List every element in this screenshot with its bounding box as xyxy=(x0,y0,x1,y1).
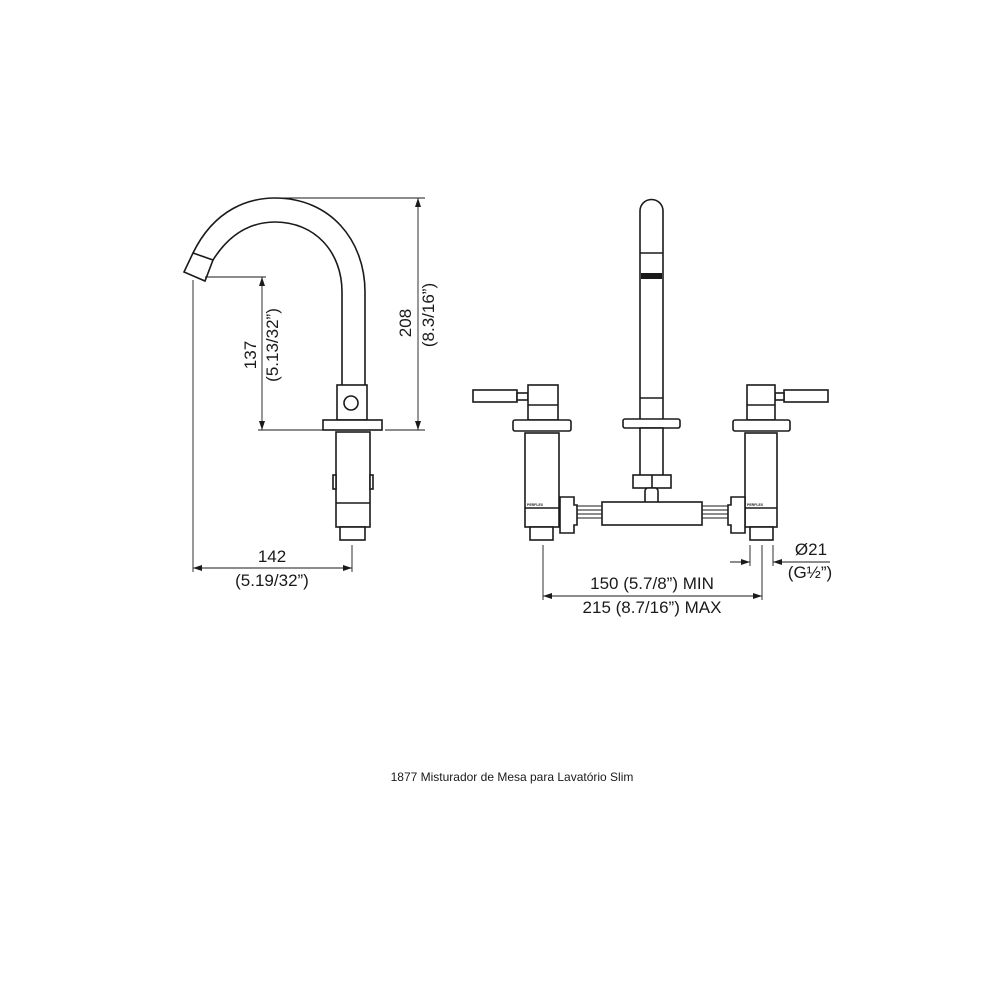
dim-total-height-inches: (8.3/16”) xyxy=(419,283,438,347)
dim-reach-inches: (5.19/32”) xyxy=(235,571,309,590)
aerator-ring xyxy=(641,273,662,279)
right-valve-head xyxy=(746,384,776,421)
dim-total-height: 208 xyxy=(396,309,415,337)
front-view-dimensions: 150 (5.7/8”) MIN 215 (8.7/16”) MAX Ø21 (… xyxy=(542,540,832,617)
center-spout xyxy=(639,198,664,421)
dim-reach: 142 xyxy=(258,547,286,566)
right-lever-handle xyxy=(783,389,829,403)
side-view-dimensions: 208 (8.3/16”) 137 (5.13/32”) 142 (5.19/3… xyxy=(192,197,438,590)
inlet-fitting xyxy=(339,526,366,541)
mixing-bar xyxy=(601,501,703,526)
right-flange xyxy=(732,419,791,432)
right-nut xyxy=(727,496,746,534)
left-brand-mark: PERFLEX xyxy=(527,503,544,507)
spout-inner xyxy=(212,221,343,385)
right-inlet xyxy=(749,526,774,541)
clip-right xyxy=(369,474,374,490)
dim-spout-height: 137 xyxy=(241,341,260,369)
left-valve: PERFLEX xyxy=(472,384,578,541)
side-view-faucet xyxy=(182,197,383,541)
dim-thread: (G½”) xyxy=(788,563,832,582)
left-lever-handle xyxy=(472,389,518,403)
dim-max-spacing: 215 (8.7/16”) MAX xyxy=(583,598,722,617)
handle-pin xyxy=(343,395,359,411)
left-flange xyxy=(512,419,572,432)
clip-left xyxy=(332,474,337,490)
base-flange xyxy=(322,419,383,431)
dim-spout-height-inches: (5.13/32”) xyxy=(263,308,282,382)
left-valve-head xyxy=(527,384,559,421)
center-stem xyxy=(639,427,664,477)
dim-diameter: Ø21 xyxy=(795,540,827,559)
left-valve-body xyxy=(524,432,560,528)
right-valve-body xyxy=(744,432,778,528)
left-lever-connector xyxy=(516,392,529,401)
aerator-nozzle xyxy=(182,252,215,283)
left-nut xyxy=(559,496,578,534)
dim-min-spacing: 150 (5.7/8”) MIN xyxy=(590,574,714,593)
right-valve: PERFLEX xyxy=(727,384,829,541)
left-inlet xyxy=(529,526,554,541)
right-brand-mark: PERFLEX xyxy=(747,503,764,507)
front-view-faucet: PERFLEX PERFLEX xyxy=(472,198,829,541)
right-lever-connector xyxy=(774,392,785,401)
center-flange xyxy=(622,418,681,429)
body-shank xyxy=(335,431,371,528)
drawing-caption: 1877 Misturador de Mesa para Lavatório S… xyxy=(391,770,634,784)
